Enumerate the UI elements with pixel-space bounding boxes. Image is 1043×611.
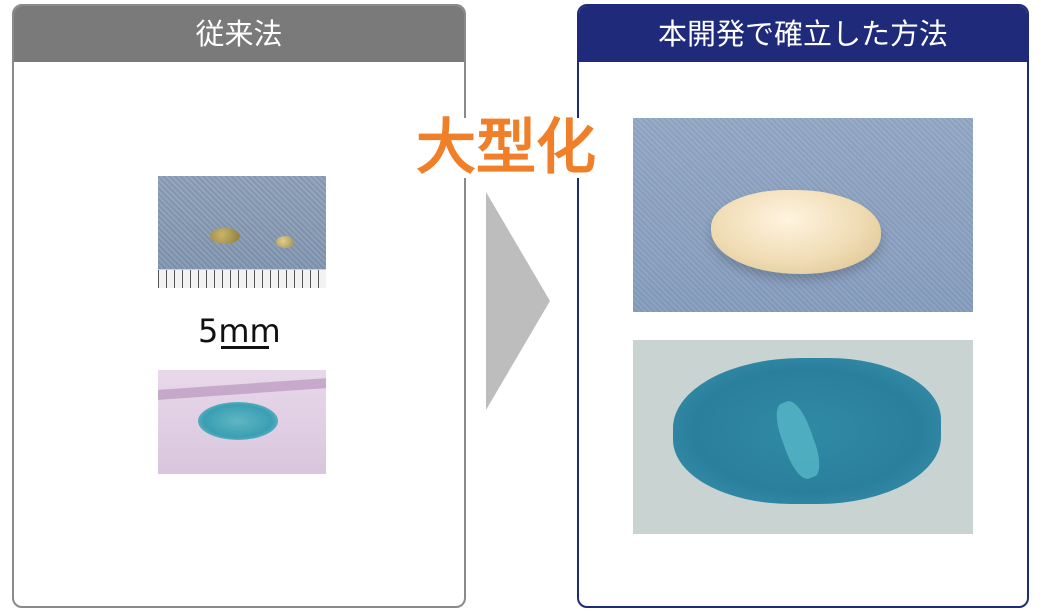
conventional-method-panel: 従来法 5mm (12, 4, 466, 608)
tissue-sample (711, 190, 881, 274)
right-arrow-icon (486, 192, 550, 410)
enlargement-label: 大型化 (410, 118, 602, 178)
scale-label: 5mm (198, 312, 281, 350)
scale-bar (221, 346, 269, 349)
tissue-band (158, 378, 326, 400)
ruler (158, 269, 326, 288)
new-histology-image (633, 340, 973, 534)
new-method-title: 本開発で確立した方法 (579, 6, 1027, 62)
conventional-method-title: 従来法 (14, 6, 464, 62)
conventional-sample-photo (158, 176, 326, 288)
new-sample-photo: 5mm (633, 118, 973, 312)
tissue-fragment (276, 236, 294, 248)
conventional-histology-image (158, 370, 326, 474)
cartilage-region (198, 402, 278, 440)
new-method-panel: 本開発で確立した方法 5mm (577, 4, 1029, 608)
tissue-fragment (210, 228, 240, 244)
